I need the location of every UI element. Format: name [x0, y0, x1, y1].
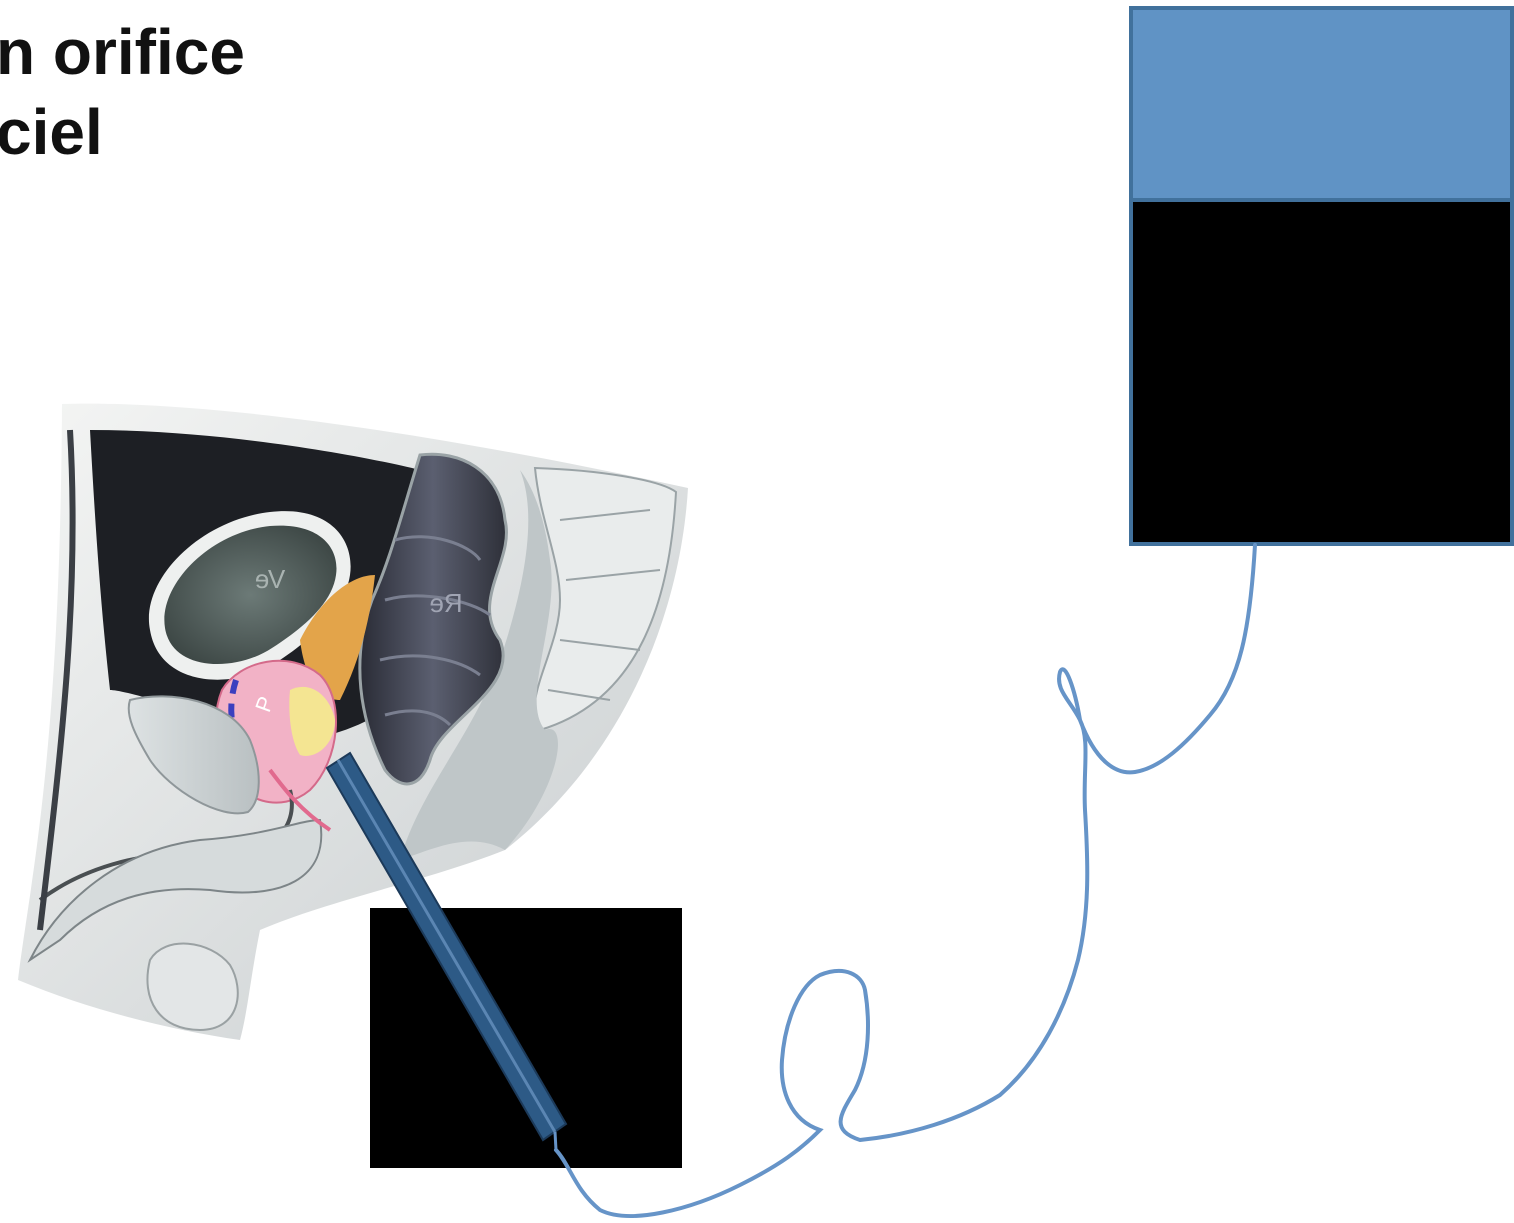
bladder-label: Ve	[255, 564, 285, 594]
redaction-box-probe	[370, 908, 682, 1168]
control-unit-panel	[1131, 8, 1512, 200]
control-unit-body	[1131, 200, 1512, 544]
control-unit-icon[interactable]	[1131, 8, 1512, 544]
rectum-label: Re	[429, 588, 462, 618]
